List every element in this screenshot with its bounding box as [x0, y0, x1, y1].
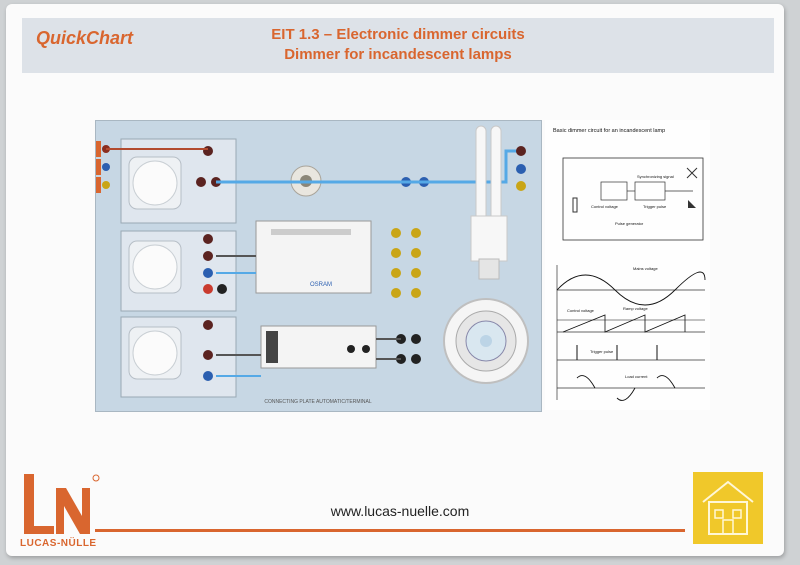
- footer-rule: [95, 529, 685, 532]
- house-graphic: [702, 480, 754, 535]
- label-trigger: Trigger pulse: [643, 204, 667, 209]
- label-trigger-2: Trigger pulse: [590, 349, 614, 354]
- ln-logo: [20, 470, 100, 550]
- board-caption: CONNECTING PLATE AUTOMATIC/TERMINAL: [264, 399, 371, 405]
- logo-mark: [24, 474, 100, 534]
- diagram-graphics: Basic dimmer circuit for an incandescent…: [553, 128, 706, 401]
- label-control-2: Control voltage: [567, 308, 595, 313]
- label-ramp: Ramp voltage: [623, 306, 648, 311]
- label-pulse-gen: Pulse generator: [615, 221, 644, 226]
- circuit-diagram: Basic dimmer circuit for an incandescent…: [545, 120, 710, 410]
- diagram-title: Basic dimmer circuit for an incandescent…: [553, 128, 665, 134]
- header-bar: QuickChart EIT 1.3 – Electronic dimmer c…: [22, 18, 774, 73]
- svg-text:OSRAM: OSRAM: [310, 282, 332, 288]
- label-control: Control voltage: [591, 204, 619, 209]
- label-load: Load current: [625, 374, 648, 379]
- logo-name: LUCAS-NÜLLE: [20, 538, 97, 549]
- house-icon: [693, 472, 763, 544]
- title-line-1: EIT 1.3 – Electronic dimmer circuits: [271, 26, 525, 43]
- brand-label: QuickChart: [36, 28, 134, 48]
- website-url: www.lucas-nuelle.com: [330, 503, 470, 519]
- board-graphics: L1 N PE: [79, 125, 529, 405]
- title-line-2: Dimmer for incandescent lamps: [284, 46, 512, 63]
- label-sync: Synchronizing signal: [637, 174, 674, 179]
- label-mains: Mains voltage: [633, 266, 658, 271]
- training-board: L1 N PE: [79, 120, 542, 412]
